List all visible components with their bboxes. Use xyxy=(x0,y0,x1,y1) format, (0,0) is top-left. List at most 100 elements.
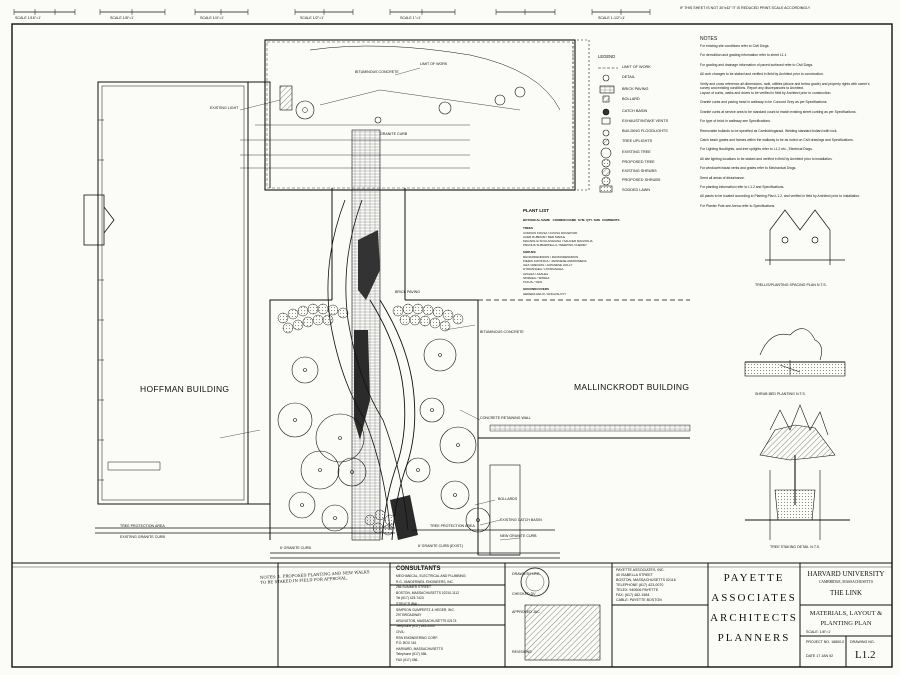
plant-list-row: MAGNOLIA SOULANGIANA / SAUCER MAGNOLIA xyxy=(523,238,593,243)
client-location: CAMBRIDGE, MASSACHUSETTS xyxy=(819,580,873,584)
plant-group-heading: GROUNDCOVERS xyxy=(523,287,550,292)
legend-title: LEGEND xyxy=(598,54,616,59)
plant-list-row: AZALEA / AZALEA xyxy=(523,271,549,276)
sheet-title-1: MATERIALS, LAYOUT & xyxy=(809,610,883,617)
firm-name-4: PLANNERS xyxy=(717,632,791,644)
note-item: For Planter Pots see Arena refer to Spec… xyxy=(700,203,776,208)
consultants-title: CONSULTANTS xyxy=(396,566,441,572)
plant-list-row: HEDERA HELIX / ENGLISH IVY xyxy=(523,291,567,296)
registration-stamp xyxy=(520,567,550,597)
note-item: For grading and drainage information of … xyxy=(700,62,814,67)
notes-title: NOTES xyxy=(700,36,718,42)
note-item: For window/exhaust vents and grates refe… xyxy=(700,166,797,171)
approved-by: APPROVED JAC xyxy=(512,610,540,614)
annotation: LIMIT OF WORK xyxy=(420,62,448,66)
plant-list-row: PRUNUS SUBHIRTELLA / WEEPING CHERRY xyxy=(523,243,587,248)
hoffman-building-outline xyxy=(83,81,271,505)
consultant-line: FAX (617) 456- xyxy=(396,658,419,662)
annotation: BOLLARDS xyxy=(498,497,518,501)
architect-address-line: FAX: (617) 482-1584 xyxy=(616,593,650,597)
drawing-no-label: DRAWING NO. xyxy=(850,640,875,644)
annotation: 6' GRANITE CURB xyxy=(280,546,311,550)
firm-name-1: PAYETTE xyxy=(723,572,785,584)
scale-label-2: SCALE 1/8"=1' xyxy=(110,16,134,20)
consultant-line: 297 BROADWAY xyxy=(396,613,422,618)
legend-item: BOLLARD xyxy=(622,97,640,101)
title-block-frame xyxy=(12,562,892,667)
reduce-note: IF THIS SHEET IS NOT 30"x42" IT IS REDUC… xyxy=(680,6,811,10)
legend-item: LIMIT OF WORK xyxy=(622,65,651,69)
architect-address-line: BOSTON, MASSACHUSETTS 02116 xyxy=(616,578,676,582)
consultant-line: HARVARD, MASSACHUSETTS xyxy=(396,646,443,651)
annotation: EXISTING GRANITE CURB xyxy=(120,535,165,539)
legend-item: BRICK PAVING xyxy=(622,87,649,91)
annotation: EXISTING CATCH BASIN xyxy=(500,518,542,522)
plant-list-row: PIERIS JAPONICA / JAPANESE ANDROMEDA xyxy=(523,259,587,263)
drawn-by: DRAWN BY LRG xyxy=(512,572,540,576)
plant-list-title: PLANT LIST xyxy=(523,208,549,213)
architect-address-line: TELEPHONE (617) 423-0070 xyxy=(616,583,664,587)
note-item: For demolition and grading information r… xyxy=(700,53,787,58)
plant-group-heading: TREES xyxy=(523,226,534,230)
consultant-line: Telephone (617) 456- xyxy=(396,652,428,657)
upper-court xyxy=(240,39,590,191)
note-item: Granite curbs at service area to be stan… xyxy=(700,109,857,114)
plant-list-row: HYDRANGEA / HYDRANGEA xyxy=(523,267,564,272)
detail-label-3: TREE STAKING DETAIL N.T.S. xyxy=(770,545,821,549)
lower-curbs xyxy=(95,527,560,559)
annotation: BITUMINOUS CONCRETE xyxy=(355,70,399,74)
annotation: 6' GRANITE CURB (EXIST.) xyxy=(418,544,464,548)
legend-item: EXISTING SHRUBS xyxy=(622,169,657,173)
consultant-line: CIVIL: xyxy=(396,630,406,634)
consultant-line: ARLINGTON, MASSACHUSETTS 02174 xyxy=(396,618,457,623)
firm-name-3: ARCHITECTS xyxy=(710,612,798,624)
note-item: For type of brick in walkway see Specifi… xyxy=(700,119,771,124)
scale-label-4: SCALE 1/2"=1' xyxy=(300,16,324,20)
scale-label-1: SCALE 1/16"=1' xyxy=(15,16,41,20)
checked-by: CHECKED DV xyxy=(512,592,536,596)
legend-item: BUILDING FLOODLIGHTS xyxy=(622,129,668,133)
architect-address-line: TELEX: 940606 PAYETTE xyxy=(616,588,659,592)
plant-list-header: BOTANICAL NAME COMMON NAME SYM. QTY. SIZ… xyxy=(523,218,620,222)
note-item: Seed all areas of disturbance. xyxy=(700,175,745,180)
legend-item: PROPOSED SHRUBS xyxy=(622,178,661,182)
note-item: Verify and cross reference all dimension… xyxy=(700,81,870,90)
scale-label-3: SCALE 1/4"=1' xyxy=(200,16,224,20)
legend-symbols xyxy=(598,67,618,193)
annotation: NEW GRANITE CURB xyxy=(500,534,537,538)
note-item: All site lighting locations to be staked… xyxy=(700,156,833,161)
drawing-no: L1.2 xyxy=(855,649,876,661)
annotation: BITUMINOUS CONCRETE xyxy=(480,330,524,334)
annotation: GRANITE CURB xyxy=(380,132,408,136)
date: DATE 17 JAN 92 xyxy=(806,654,834,658)
legend-item: EXISTING TREE xyxy=(622,150,651,154)
consultant-line: MECHANICAL, ELECTRICAL AND PLUMBING: xyxy=(396,574,467,578)
annotation: BRICK PAVING xyxy=(395,290,421,294)
annotation: EXISTING LIGHT xyxy=(210,106,239,110)
architect-address-line: PAYETTE ASSOCIATES, INC. xyxy=(616,568,665,572)
hoffman-building-label: HOFFMAN BUILDING xyxy=(140,384,230,394)
note-item: All plants to be located according to Pl… xyxy=(700,194,861,199)
legend-item: EXHAUST/INTAKE VENTS xyxy=(622,119,669,123)
legend-item: DETAIL xyxy=(622,75,636,79)
architect-address-line: 40 ISABELLA STREET xyxy=(616,573,653,577)
consultant-line: P.O. BOX 161 xyxy=(396,641,417,646)
note-item: Removable bollards to be specified as Ca… xyxy=(700,128,838,133)
detail-label-2: SHRUB BED PLANTING N.T.S. xyxy=(755,392,806,396)
plant-group-heading: SHRUBS xyxy=(523,250,536,255)
plant-list-row: SPIRAEA / SPIREA xyxy=(523,275,550,280)
project-no: PROJECT NO. 18800.0 xyxy=(806,640,845,644)
consultant-line: Tel (617) 423-7423 xyxy=(396,596,424,601)
consultant-line: Telephone (617) 643-2000 xyxy=(396,624,435,629)
legend-item: SODDED LAWN xyxy=(622,188,651,192)
plant-list-row: TAXUS / YEW xyxy=(523,280,543,284)
tree-symbols xyxy=(277,338,491,533)
consultant-line: 266 SUMMER STREET xyxy=(396,585,431,590)
key-plan xyxy=(524,604,601,661)
note-item: Granite curbs and paving head in walkway… xyxy=(700,100,828,105)
annotation: CONCRETE RETAINING WALL xyxy=(480,416,532,420)
plant-list-row: ILEX CRENATA / JAPANESE HOLLY xyxy=(523,263,573,268)
client-name: HARVARD UNIVERSITY xyxy=(807,570,885,578)
legend-item: PROPOSED TREE xyxy=(622,160,655,164)
